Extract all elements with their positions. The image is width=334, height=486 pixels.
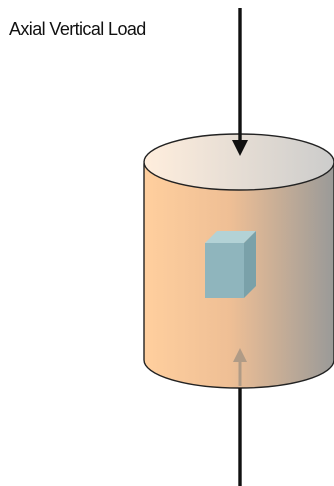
cube-top-face <box>205 231 256 243</box>
cube-front-face <box>205 243 244 298</box>
inner-upward-arrow-head <box>233 348 247 362</box>
cube-side-face <box>244 231 256 298</box>
axial-vertical-load-label: Axial Vertical Load <box>9 19 146 39</box>
top-downward-arrow-head <box>232 140 248 156</box>
soil-element-cube <box>205 231 256 298</box>
